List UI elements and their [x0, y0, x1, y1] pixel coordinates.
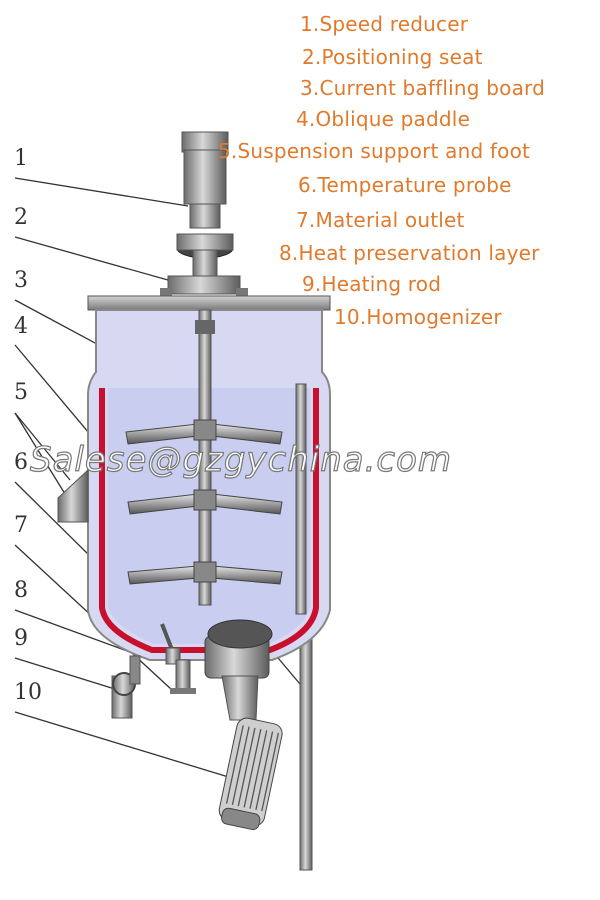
material-outlet — [170, 659, 196, 694]
callout-number-4: 4 — [14, 314, 28, 339]
legend-item-heating-rod: 9.Heating rod — [302, 272, 442, 296]
legend-item-baffling-board: 3.Current baffling board — [300, 76, 545, 100]
oblique-paddles — [125, 419, 283, 585]
baffling-board — [295, 383, 307, 615]
homogenizer — [204, 619, 283, 831]
callout-number-10: 10 — [14, 680, 42, 705]
legend-item-suspension-support: 5.Suspension support and foot — [218, 139, 531, 163]
positioning-seat — [160, 275, 248, 296]
legend-item-temperature-probe: 6.Temperature probe — [298, 173, 512, 197]
speed-reducer — [176, 131, 234, 277]
baffle-support-rod — [299, 611, 313, 871]
legend-item-heat-preservation: 8.Heat preservation layer — [279, 241, 540, 265]
suspension-support — [57, 468, 89, 523]
legend-item-positioning-seat: 2.Positioning seat — [302, 45, 483, 69]
heating-rod — [111, 655, 141, 719]
callout-number-9: 9 — [14, 626, 28, 651]
callout-number-3: 3 — [14, 268, 28, 293]
tank-lid — [87, 295, 331, 311]
agitator-shaft — [198, 309, 212, 606]
legend-item-material-outlet: 7.Material outlet — [296, 208, 465, 232]
callout-number-8: 8 — [14, 578, 28, 603]
legend-item-oblique-paddle: 4.Oblique paddle — [296, 107, 471, 131]
legend-item-homogenizer: 10.Homogenizer — [334, 305, 502, 329]
callout-number-5: 5 — [14, 380, 28, 405]
email-watermark: Salese@gzgychina.com — [29, 439, 453, 480]
callout-number-1: 1 — [14, 146, 28, 171]
legend-item-speed-reducer: 1.Speed reducer — [300, 12, 469, 36]
callout-number-7: 7 — [14, 513, 28, 538]
callout-number-2: 2 — [14, 205, 28, 230]
callout-number-6: 6 — [14, 450, 28, 475]
